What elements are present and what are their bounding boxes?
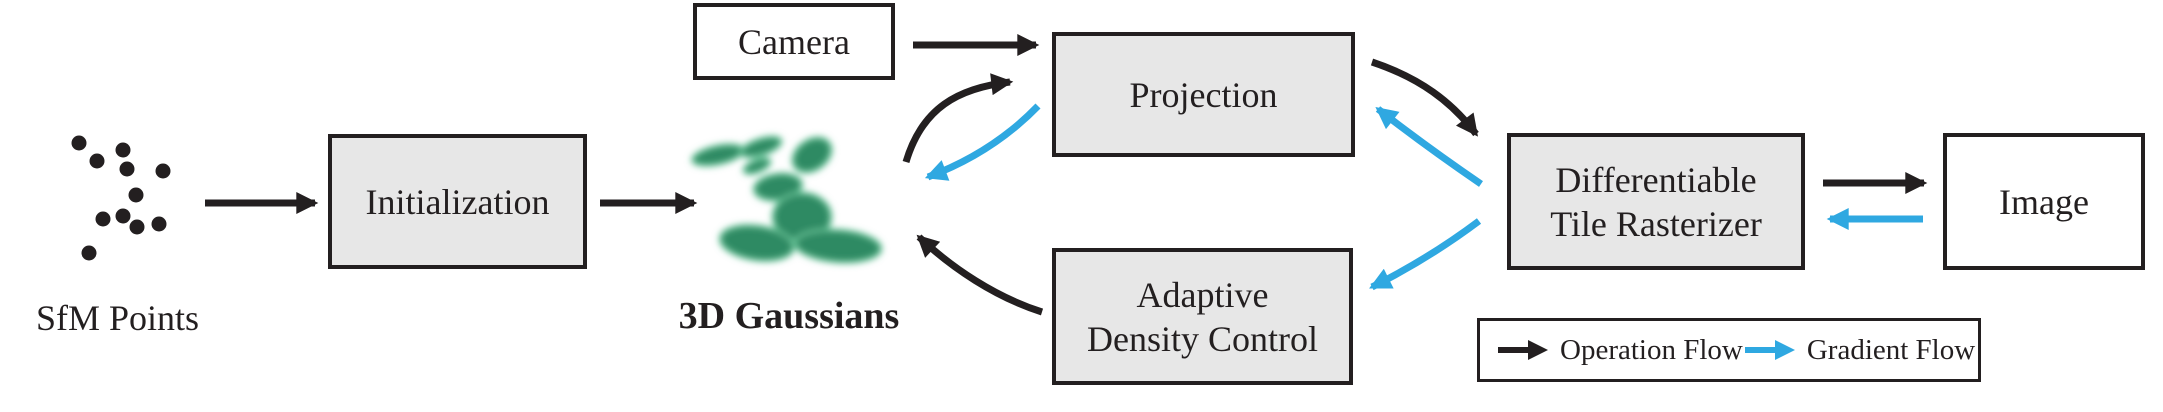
node-camera-label: Camera xyxy=(738,21,850,62)
operation-arrow-icon xyxy=(1498,340,1548,360)
legend: Operation Flow Gradient Flow xyxy=(1477,318,1981,382)
arrow-projection-to-gaussians-gradient xyxy=(924,103,1041,181)
sfm-point-dot xyxy=(115,142,131,158)
node-initialization-label: Initialization xyxy=(365,181,550,222)
node-camera: Camera xyxy=(693,3,895,80)
legend-operation-label: Operation Flow xyxy=(1560,333,1743,366)
sfm-point-dot xyxy=(151,216,167,232)
node-adc-label-line1: Adaptive xyxy=(1136,274,1269,315)
sfm-points-icon xyxy=(71,135,171,261)
gaussian-ellipse xyxy=(791,136,833,174)
node-image: Image xyxy=(1943,133,2145,270)
node-image-label: Image xyxy=(1999,181,2089,222)
arrow-gaussians-to-projection xyxy=(902,73,1014,163)
node-projection: Projection xyxy=(1052,32,1355,157)
gradient-arrow-icon xyxy=(1744,340,1795,360)
sfm-point-dot xyxy=(89,153,105,169)
node-initialization: Initialization xyxy=(328,134,587,269)
sfm-point-dot xyxy=(155,163,171,179)
sfm-point-dot xyxy=(128,187,144,203)
gaussian-ellipse xyxy=(742,156,772,176)
node-differentiable-tile-rasterizer: Differentiable Tile Rasterizer xyxy=(1507,133,1805,270)
legend-item-operation: Operation Flow xyxy=(1496,334,1743,367)
arrow-adc-to-gaussians xyxy=(916,234,1044,316)
legend-gradient-label: Gradient Flow xyxy=(1806,333,1976,366)
sfm-point-dot xyxy=(95,211,111,227)
arrow-rasterizer-to-adc-gradient xyxy=(1369,218,1482,291)
sfm-point-dot xyxy=(115,208,131,224)
gaussian-ellipse xyxy=(793,228,883,264)
sfm-point-dot xyxy=(119,161,135,177)
arrow-rasterizer-to-projection-gradient xyxy=(1375,106,1483,187)
node-projection-label: Projection xyxy=(1129,74,1278,115)
node-rasterizer-label-line1: Differentiable xyxy=(1555,159,1757,200)
node-adc-label-line2: Density Control xyxy=(1087,318,1318,359)
node-rasterizer-label-line2: Tile Rasterizer xyxy=(1550,203,1762,244)
sfm-point-dot xyxy=(129,219,145,235)
gaussian-ellipse xyxy=(718,223,796,263)
legend-item-gradient: Gradient Flow xyxy=(1743,334,1975,367)
gaussians-blob-icon xyxy=(690,135,883,264)
gaussians-label: 3D Gaussians xyxy=(678,295,900,337)
gaussian-ellipse xyxy=(690,143,746,167)
sfm-points-label: SfM Points xyxy=(35,298,200,338)
sfm-point-dot xyxy=(81,245,97,261)
sfm-point-dot xyxy=(71,135,87,151)
gaussian-ellipse xyxy=(739,135,783,159)
node-adaptive-density-control: Adaptive Density Control xyxy=(1052,248,1353,385)
arrow-projection-to-rasterizer xyxy=(1370,58,1479,137)
